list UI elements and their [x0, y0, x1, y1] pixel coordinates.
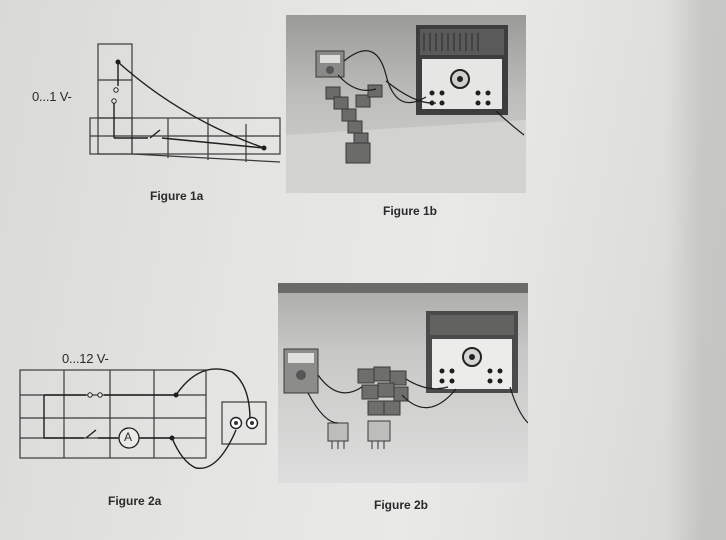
multimeter-device [315, 50, 345, 78]
power-supply-device [416, 25, 508, 115]
page-edge-shadow [666, 0, 726, 540]
figure1b-caption: Figure 1b [383, 204, 438, 218]
figure1a-voltage-label: 0...1 V- [32, 89, 72, 104]
ammeter-symbol: A [124, 430, 132, 444]
figure1b-photo [286, 15, 526, 193]
figure2a-voltage-label: 0...12 V- [62, 351, 109, 366]
power-supply-device [426, 311, 518, 393]
figure1a-caption: Figure 1a [150, 189, 204, 203]
figure2b-photo [278, 283, 528, 483]
multimeter-device [283, 348, 319, 394]
figure2b-caption: Figure 2b [374, 498, 429, 512]
figure2a-caption: Figure 2a [108, 494, 162, 508]
